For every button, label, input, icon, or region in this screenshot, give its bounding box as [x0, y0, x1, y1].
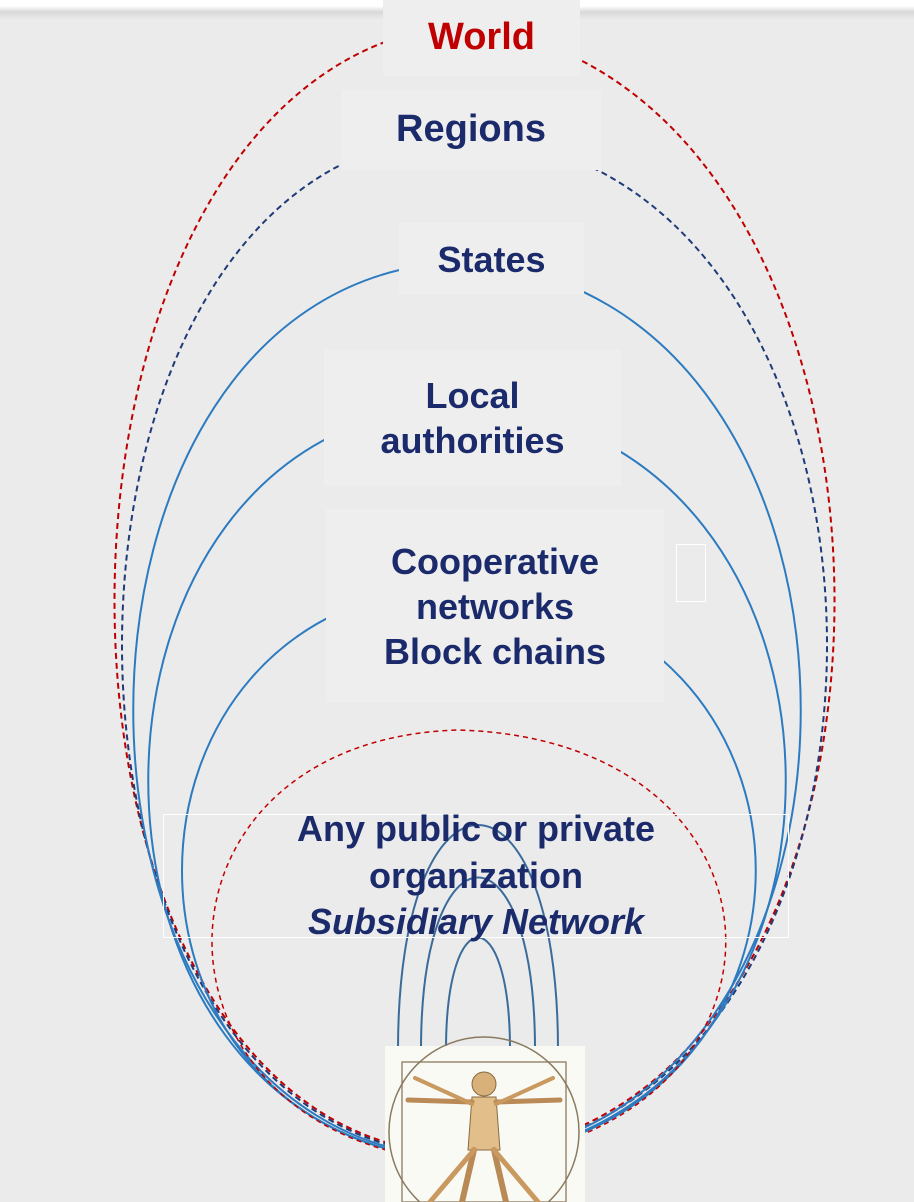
regions-text: Regions [396, 108, 546, 151]
organization-label: Any public or private organization Subsi… [163, 808, 789, 942]
coop-text-line3: Block chains [383, 630, 607, 672]
states-label: States [399, 223, 584, 295]
states-text: States [437, 238, 546, 280]
cooperative-networks-label: Cooperative networks Block chains [326, 509, 664, 703]
placeholder-box [676, 544, 706, 602]
regions-label: Regions [341, 90, 601, 170]
organization-arc [211, 729, 727, 1163]
org-text-line3: Subsidiary Network [307, 901, 645, 943]
local-text-line1: Local [425, 375, 520, 416]
local-text-line2: authorities [380, 420, 565, 461]
world-label: World [383, 0, 580, 76]
coop-text-line2: networks [415, 585, 575, 627]
world-text: World [428, 16, 535, 59]
inner-arch-middle [420, 876, 536, 1051]
vitruvian-man-icon [385, 1036, 585, 1202]
coop-text-line1: Cooperative [390, 540, 600, 582]
inner-arch-outer [397, 824, 559, 1051]
org-text-line1: Any public or private [296, 807, 656, 849]
org-text-line2: organization [369, 854, 583, 896]
inner-arch-inner [445, 936, 511, 1051]
local-authorities-label: Local authorities [324, 350, 621, 486]
